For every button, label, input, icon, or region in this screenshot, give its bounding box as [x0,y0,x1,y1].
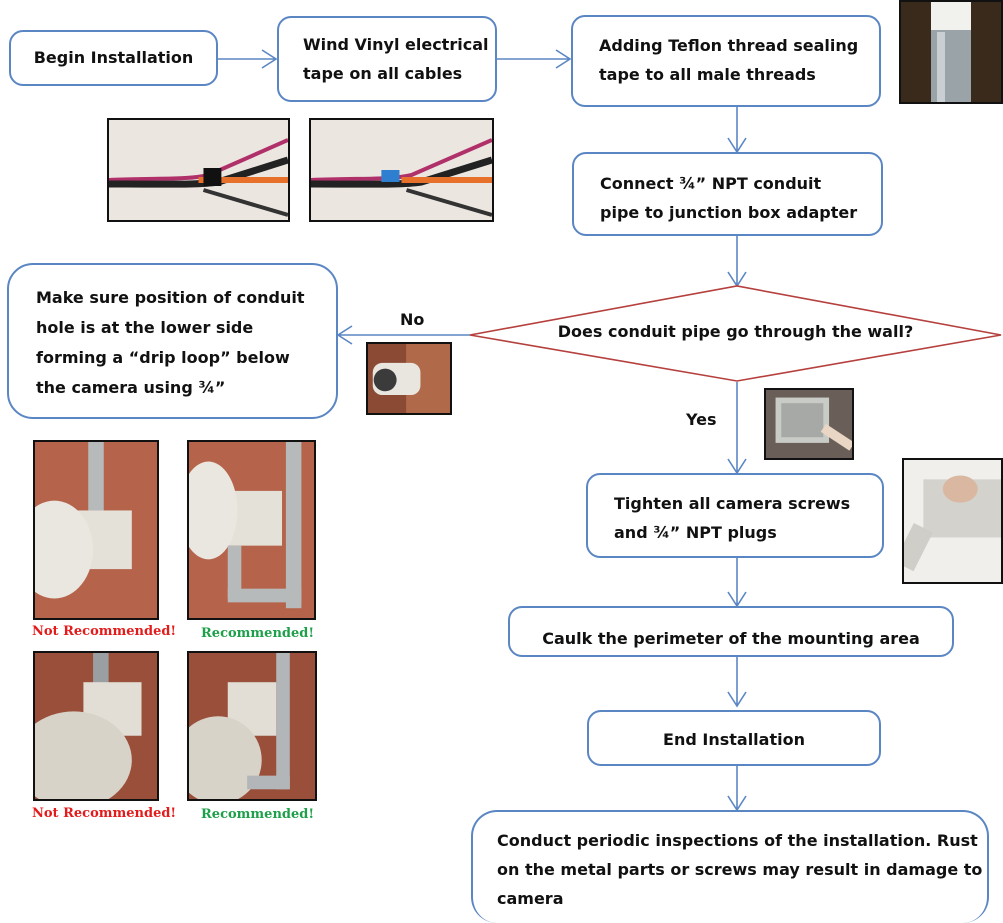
camera-screws-photo [902,458,1003,584]
node-line: Make sure position of conduit [36,288,305,307]
caption-recommended-2: Recommended! [201,807,315,822]
node-line: on the metal parts or screws may result … [497,860,983,879]
caulk-node: Caulk the perimeter of the mounting area [508,606,954,657]
yes-label: Yes [686,410,717,429]
caption-not-recommended-1: Not Recommended! [32,624,177,639]
arrow-teflon-to-connect [727,107,747,154]
node-line: Adding Teflon thread sealing [599,36,859,55]
caption-not-recommended-2: Not Recommended! [32,806,177,821]
decision-text: Does conduit pipe go through the wall? [557,322,914,341]
node-line: pipe to junction box adapter [600,203,858,222]
arrow-end-to-inspect [727,766,747,812]
node-label: End Installation [663,730,805,749]
arrow-connect-to-decision [727,236,747,288]
junction-box-photo [764,388,854,460]
teflon-pipe-photo [899,0,1003,104]
node-line: Wind Vinyl electrical [303,35,489,54]
cables-taped-photo-2 [309,118,494,222]
example-photo-recommended-1 [187,440,316,620]
arrow-caulk-to-end [727,657,747,708]
node-line: Connect ¾” NPT conduit [600,174,822,193]
cables-taped-photo-1 [107,118,290,222]
node-line: Conduct periodic inspections of the inst… [497,831,978,850]
teflon-tape-node: Adding Teflon thread sealing tape to all… [571,15,881,107]
drip-loop-node: Make sure position of conduit hole is at… [7,263,338,419]
periodic-inspection-node: Conduct periodic inspections of the inst… [471,810,989,923]
example-photo-recommended-2 [187,651,317,801]
node-label: Caulk the perimeter of the mounting area [542,629,920,648]
node-line: forming a “drip loop” below [36,348,290,367]
node-line: Tighten all camera screws [614,494,851,513]
arrow-decision-to-drip [336,325,470,345]
node-line: tape to all male threads [599,65,816,84]
connect-conduit-node: Connect ¾” NPT conduit pipe to junction … [572,152,883,236]
begin-installation-node: Begin Installation [9,30,218,86]
caption-recommended-1: Recommended! [201,626,315,641]
arrow-wind-to-teflon [497,49,572,69]
wind-tape-node: Wind Vinyl electrical tape on all cables [277,16,497,102]
node-label: Begin Installation [33,48,194,67]
arrow-tighten-to-caulk [727,558,747,608]
node-line: hole is at the lower side [36,318,254,337]
example-photo-not-recommended-2 [33,651,159,801]
arrow-decision-to-tighten [727,382,747,475]
node-line: tape on all cables [303,64,463,83]
example-photo-not-recommended-1 [33,440,159,620]
no-label: No [400,310,425,329]
node-line: the camera using ¾” [36,378,226,397]
arrow-begin-to-wind [218,49,278,69]
decision-diamond [469,285,1002,382]
tighten-screws-node: Tighten all camera screws and ¾” NPT plu… [586,473,884,558]
node-line: and ¾” NPT plugs [614,523,777,542]
camera-wall-photo [366,342,452,415]
end-installation-node: End Installation [587,710,881,766]
node-line: camera [497,889,564,908]
